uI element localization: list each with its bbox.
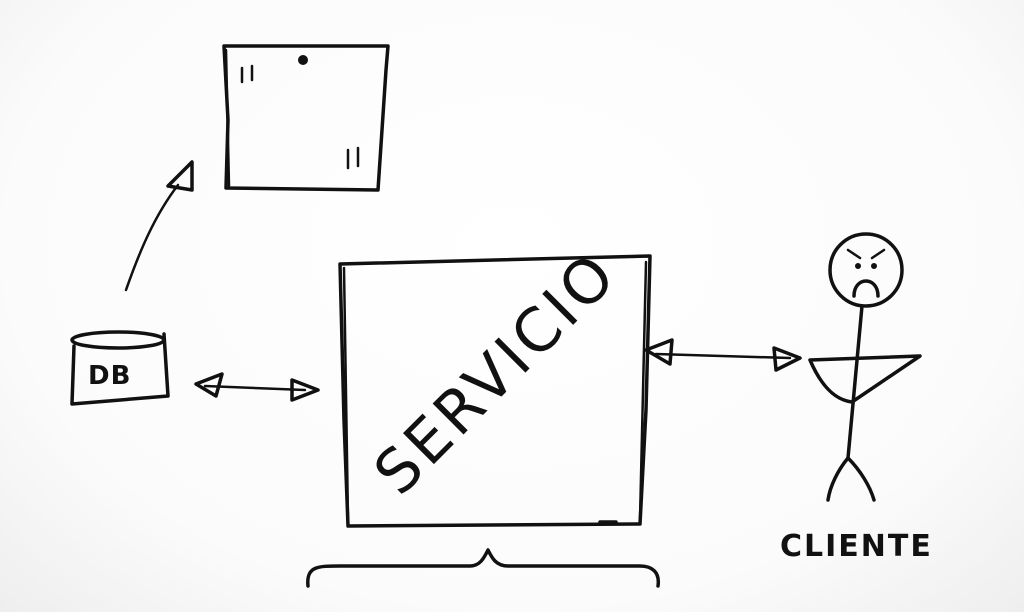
dot-mark: [298, 55, 308, 65]
db-label: DB: [88, 361, 131, 391]
client-leg-right: [848, 458, 874, 500]
arrow-db-service: [196, 374, 318, 400]
parallel-mark-bottom-right: [348, 148, 358, 168]
parallel-mark-top-left: [242, 66, 252, 82]
brace: [308, 550, 659, 586]
client-label: CLIENTE: [780, 529, 933, 564]
external-box: [224, 46, 388, 190]
client-body: [848, 306, 862, 458]
arrow-service-client: [646, 340, 800, 370]
service-box: SERVICIO: [340, 239, 650, 526]
client-leg-left: [828, 458, 848, 500]
client-head: [830, 234, 902, 306]
client-figure: CLIENTE: [780, 234, 933, 564]
client-arms: [810, 356, 920, 402]
service-label: SERVICIO: [361, 239, 631, 509]
db-cylinder: DB: [72, 332, 168, 404]
angry-face: [848, 250, 884, 296]
arrow-db-to-external: [126, 162, 192, 290]
